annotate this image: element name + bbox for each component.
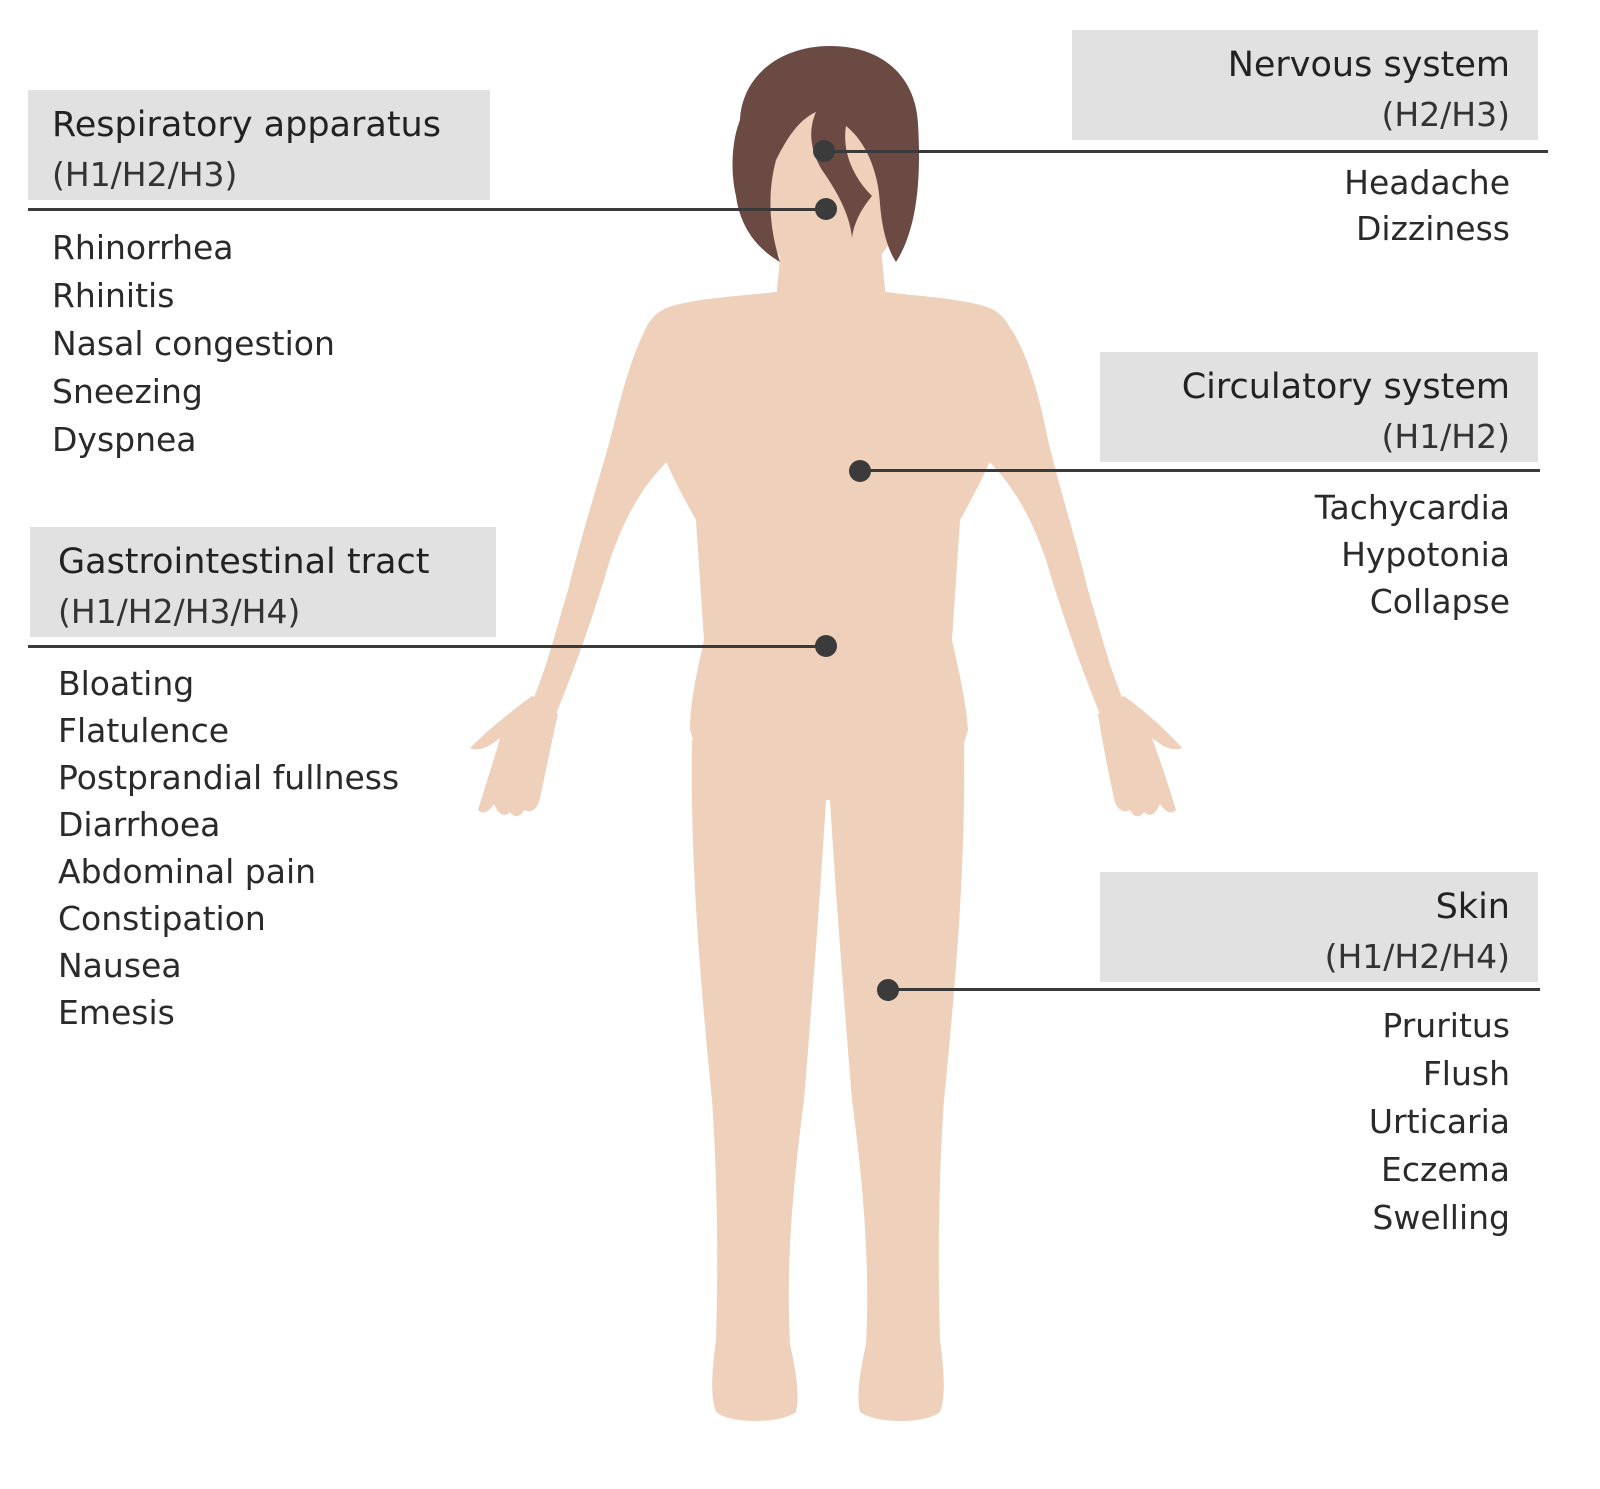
symptom-item: Diarrhoea xyxy=(58,805,221,844)
symptom-item: Emesis xyxy=(58,993,175,1032)
symptom-item: Nausea xyxy=(58,946,182,985)
nervous-leader-line xyxy=(826,150,1548,153)
symptom-item: Dizziness xyxy=(1356,209,1510,248)
symptom-item: Rhinorrhea xyxy=(52,228,234,267)
symptom-item: Swelling xyxy=(1372,1198,1510,1237)
circulatory-header: Circulatory system (H1/H2) xyxy=(1100,352,1538,462)
respiratory-title: Respiratory apparatus xyxy=(52,105,441,145)
symptom-item: Urticaria xyxy=(1368,1102,1510,1141)
symptom-item: Collapse xyxy=(1369,582,1510,621)
gastrointestinal-symptom-list: Bloating Flatulence Postprandial fullnes… xyxy=(58,660,399,1036)
gastrointestinal-marker-dot xyxy=(815,635,837,657)
respiratory-header: Respiratory apparatus (H1/H2/H3) xyxy=(28,90,490,200)
skin-receptors: (H1/H2/H4) xyxy=(1324,937,1510,976)
symptom-item: Hypotonia xyxy=(1341,535,1510,574)
nervous-marker-dot xyxy=(813,140,835,162)
symptom-item: Nasal congestion xyxy=(52,324,335,363)
left-arm xyxy=(532,330,700,714)
symptom-item: Rhinitis xyxy=(52,276,175,315)
skin-header: Skin (H1/H2/H4) xyxy=(1100,872,1538,982)
nervous-header: Nervous system (H2/H3) xyxy=(1072,30,1538,140)
symptom-item: Tachycardia xyxy=(1314,488,1510,527)
skin-leader-line xyxy=(888,988,1540,991)
right-arm xyxy=(956,330,1124,714)
symptom-item: Flush xyxy=(1422,1054,1510,1093)
right-hand xyxy=(1098,696,1182,817)
right-leg xyxy=(830,740,965,1421)
symptom-item: Eczema xyxy=(1381,1150,1510,1189)
symptom-item: Pruritus xyxy=(1382,1006,1510,1045)
symptom-item: Sneezing xyxy=(52,372,203,411)
symptom-item: Bloating xyxy=(58,664,195,703)
symptom-item: Abdominal pain xyxy=(58,852,317,891)
left-hand xyxy=(470,696,558,817)
gastrointestinal-leader-line xyxy=(28,645,828,648)
symptom-item: Dyspnea xyxy=(52,420,197,459)
left-leg xyxy=(691,740,826,1421)
symptom-item: Postprandial fullness xyxy=(58,758,400,797)
circulatory-symptom-list: Tachycardia Hypotonia Collapse xyxy=(1315,484,1510,625)
torso xyxy=(638,292,1018,800)
circulatory-marker-dot xyxy=(849,460,871,482)
skin-symptom-list: Pruritus Flush Urticaria Eczema Swelling xyxy=(1369,1002,1510,1242)
respiratory-receptors: (H1/H2/H3) xyxy=(52,155,238,194)
circulatory-leader-line xyxy=(860,469,1540,472)
circulatory-title: Circulatory system xyxy=(1181,367,1510,407)
respiratory-leader-line xyxy=(28,208,828,211)
circulatory-receptors: (H1/H2) xyxy=(1381,417,1511,456)
skin-title: Skin xyxy=(1435,887,1510,927)
nervous-title: Nervous system xyxy=(1227,45,1510,85)
respiratory-symptom-list: Rhinorrhea Rhinitis Nasal congestion Sne… xyxy=(52,224,335,464)
gastrointestinal-receptors: (H1/H2/H3/H4) xyxy=(58,592,301,631)
respiratory-marker-dot xyxy=(815,198,837,220)
skin-marker-dot xyxy=(877,979,899,1001)
symptom-item: Flatulence xyxy=(58,711,230,750)
body-silhouette xyxy=(470,74,1182,1421)
nervous-symptom-list: Headache Dizziness xyxy=(1344,160,1510,252)
symptom-item: Constipation xyxy=(58,899,266,938)
gastrointestinal-header: Gastrointestinal tract (H1/H2/H3/H4) xyxy=(30,527,496,637)
symptom-item: Headache xyxy=(1344,163,1510,202)
nervous-receptors: (H2/H3) xyxy=(1381,95,1511,134)
gastrointestinal-title: Gastrointestinal tract xyxy=(58,542,430,582)
